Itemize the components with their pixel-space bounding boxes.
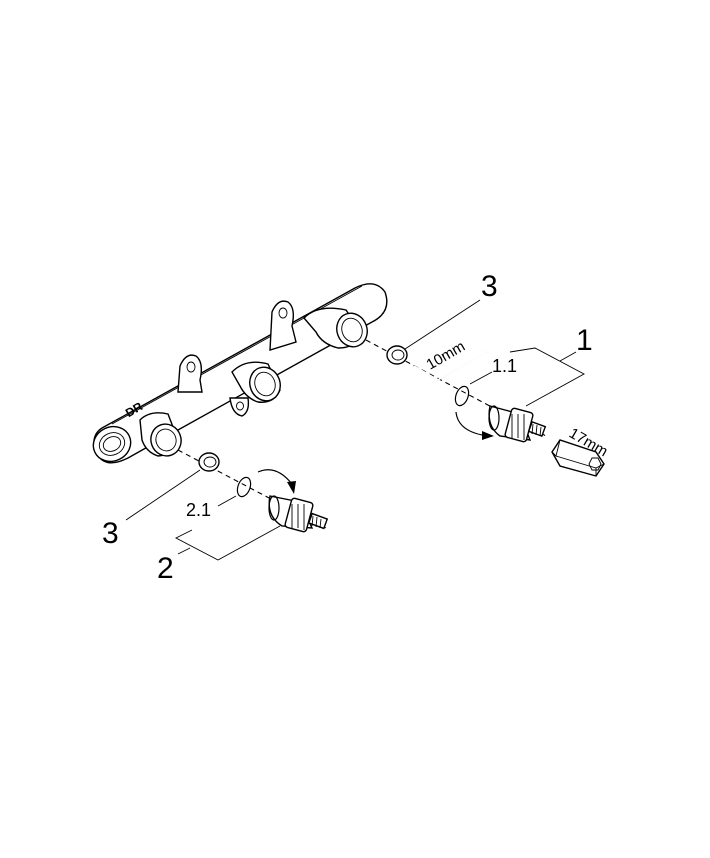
left-cartridge-valve	[268, 495, 329, 533]
callout-1-1: 1.1	[492, 356, 517, 376]
callout-3-bottom: 3	[102, 517, 119, 550]
left-o-ring	[236, 476, 252, 498]
left-rotation-arrow-icon	[257, 469, 293, 485]
callout-2: 2	[157, 552, 174, 585]
manifold-body: DR	[92, 283, 388, 464]
callout-3-top: 3	[481, 270, 498, 303]
callout-2-1: 2.1	[186, 500, 211, 520]
leader-lines	[125, 299, 585, 561]
hex-key-size-label: 10mm	[424, 338, 469, 374]
right-o-ring	[454, 385, 470, 407]
right-cartridge-valve	[488, 405, 547, 443]
hex-key	[413, 351, 487, 381]
right-assembly-axis	[365, 339, 547, 437]
right-plug-insert	[386, 345, 408, 365]
callout-1: 1	[576, 324, 593, 357]
socket-17mm	[551, 439, 605, 477]
left-plug-insert	[198, 452, 220, 472]
